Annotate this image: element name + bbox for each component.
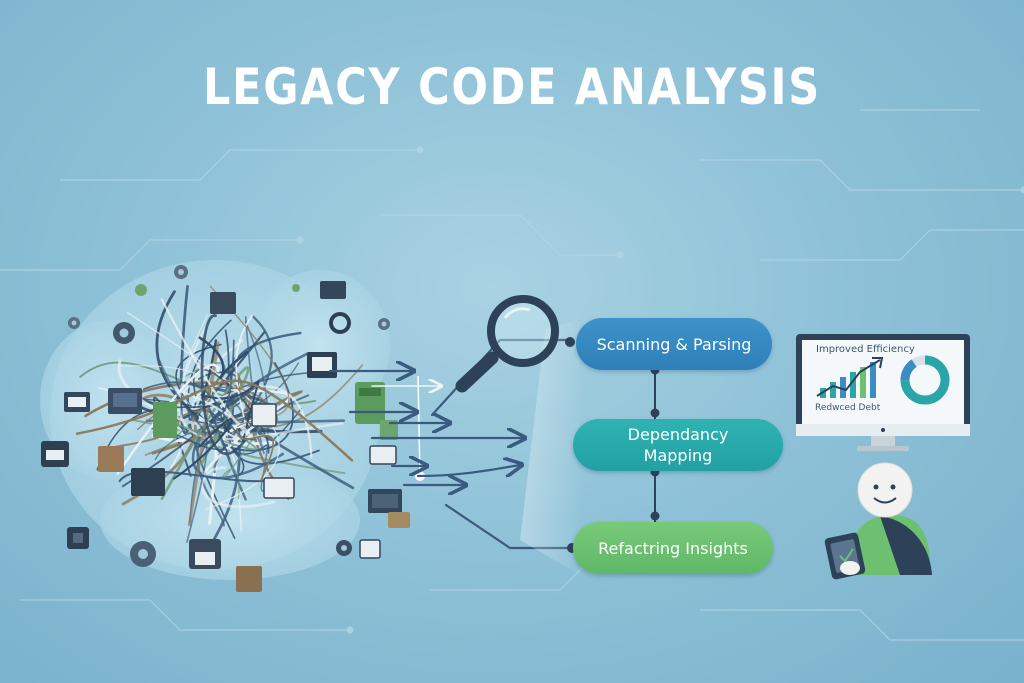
document-icon: [210, 292, 236, 314]
step-label: Dependancy Mapping: [627, 425, 729, 465]
node-dot: [135, 284, 147, 296]
document-icon: [236, 566, 262, 592]
document-icon: [108, 388, 142, 414]
document-icon: [320, 281, 346, 299]
document-icon: [251, 403, 277, 427]
document-icon: [388, 512, 410, 528]
page-title: LEGACY CODE ANALYSIS: [203, 58, 821, 116]
wire: [200, 466, 276, 509]
tablet-icon: [824, 532, 866, 580]
connector-line: [417, 375, 421, 477]
wire: [209, 285, 290, 428]
document-icon: [359, 539, 381, 559]
magnifying-glass-icon: [455, 295, 559, 393]
magnifier-beam: [520, 318, 580, 575]
gear-icon: [113, 322, 135, 344]
step-dependency-mapping: Dependancy Mapping: [573, 419, 783, 471]
step-refactoring-insights: Refactring Insights: [573, 522, 773, 574]
document-icon: [64, 392, 90, 412]
gear-icon: [130, 541, 156, 567]
document-icon: [131, 468, 165, 496]
document-icon: [368, 489, 402, 513]
donut-chart-icon: [900, 355, 950, 405]
wire: [179, 285, 197, 435]
wire: [187, 341, 220, 527]
step-label: Scanning & Parsing: [596, 334, 752, 354]
document-icon: [41, 441, 69, 467]
wire: [172, 418, 233, 480]
background-circuit-lines: [0, 109, 1024, 641]
gear-icon: [329, 312, 351, 334]
document-icon: [307, 352, 337, 378]
floppy-disk-icon: [189, 539, 221, 569]
document-icon: [67, 527, 89, 549]
wire: [198, 336, 249, 380]
gear-icon: [378, 318, 390, 330]
wire: [221, 418, 267, 499]
step-label: Refactring Insights: [598, 538, 748, 558]
wire: [224, 329, 320, 465]
gear-icon: [174, 265, 188, 279]
wire: [199, 314, 254, 439]
wire: [155, 290, 199, 421]
bar-chart-icon: [816, 357, 884, 398]
wire: [75, 379, 354, 462]
wire: [154, 362, 300, 461]
wire: [127, 312, 280, 511]
wire: [158, 358, 208, 543]
step-scanning-parsing: Scanning & Parsing: [576, 318, 772, 370]
monitor-heading: Improved Efficiency: [816, 344, 915, 355]
document-icon: [98, 446, 124, 472]
gear-icon: [336, 540, 352, 556]
document-icon: [263, 477, 295, 499]
wire: [236, 427, 274, 482]
wire: [160, 366, 250, 500]
wire: [209, 339, 235, 461]
gear-icon: [68, 317, 80, 329]
document-icon: [153, 402, 177, 438]
document-icon: [355, 382, 385, 424]
flow-arrow: [416, 465, 520, 476]
monitor-footer: Redwced Debt: [815, 403, 881, 413]
document-icon: [369, 445, 397, 465]
node-dot: [292, 284, 300, 292]
document-icon: [380, 420, 398, 440]
person-illustration: [846, 462, 932, 575]
